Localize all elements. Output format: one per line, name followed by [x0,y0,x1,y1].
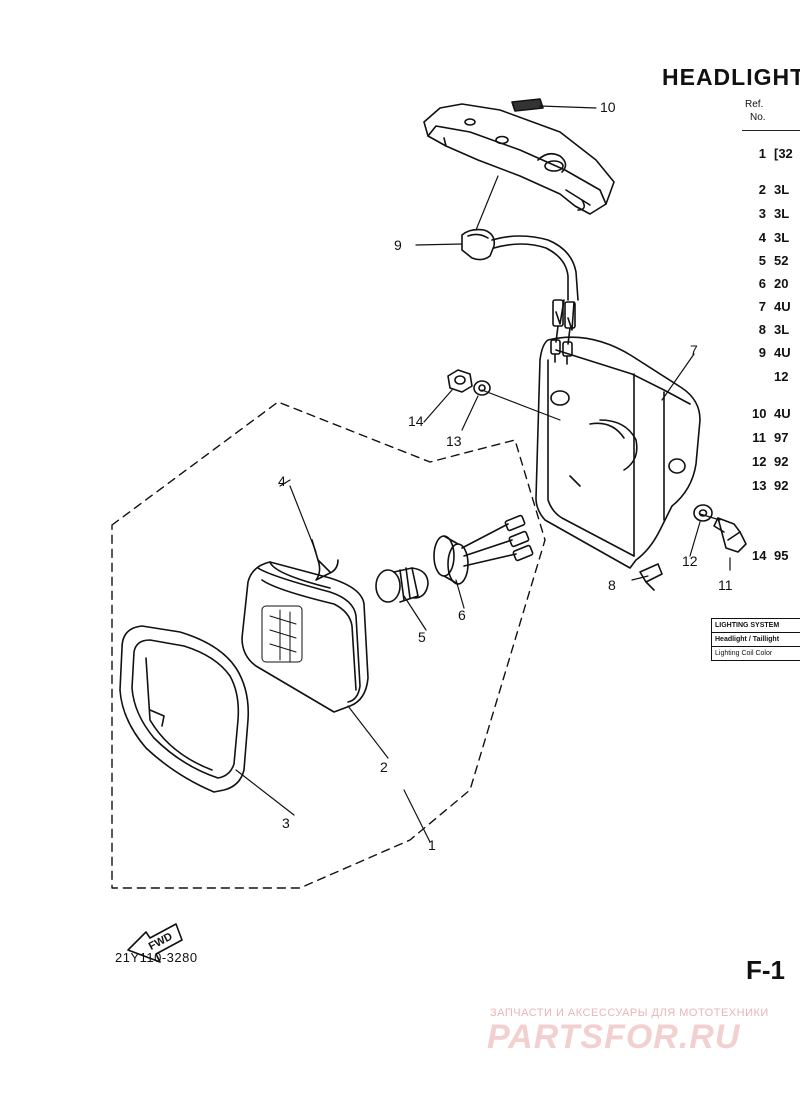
lighting-system-legend: LIGHTING SYSTEM Headlight / Taillight Li… [711,618,800,661]
legend-row-headlight: Headlight / Taillight [712,633,800,647]
part-3-rim [119,625,250,793]
callout-10: 10 [600,99,616,115]
callout-5: 5 [418,629,426,645]
callout-numbers: 10 9 7 14 13 4 12 8 11 5 6 2 3 1 FWD [147,99,733,953]
callout-2: 2 [380,759,388,775]
part-2-sealed-beam [241,561,369,713]
callout-4: 4 [278,473,286,489]
part-11-bolt [713,517,747,553]
part-12-washer [693,504,713,522]
watermark-logo: PARTSFOR.RU [487,1018,741,1056]
page-number: F-1 [746,955,785,985]
part-6-socket [433,514,534,585]
parts-row: 12 [774,369,789,384]
part-10-plate [511,98,544,112]
ref-column-header: Ref. No. [745,98,766,124]
assembly-boundary [111,401,546,889]
callout-1: 1 [428,837,436,853]
parts-row: 1[32 [758,146,793,161]
callout-6: 6 [458,607,466,623]
page-title: HEADLIGHT [662,64,800,90]
callout-3: 3 [282,815,290,831]
top-bracket [423,103,615,215]
watermark-tagline: ЗАПЧАСТИ И АКСЕССУАРЫ ДЛЯ МОТОТЕХНИКИ [490,1007,769,1019]
legend-header: LIGHTING SYSTEM [712,619,800,633]
callout-12: 12 [682,553,698,569]
diagram-code: 21Y110-3280 [115,950,198,965]
part-14-nut [447,369,473,393]
callout-11: 11 [718,577,733,593]
part-4-clip [311,539,339,581]
callout-9: 9 [394,237,402,253]
no-label: No. [750,112,766,123]
callout-8: 8 [608,577,616,593]
ref-label: Ref. [745,99,764,110]
part-9-socket [461,228,579,365]
callout-13: 13 [446,433,462,449]
callout-14: 14 [408,413,424,429]
header-divider [742,130,800,131]
part-13-washer [473,380,491,396]
part-5-bulb [375,567,429,603]
fwd-arrow-icon [127,923,183,963]
part-7-case [535,336,701,569]
part-8-screw [639,563,663,591]
callout-7: 7 [690,342,698,358]
leader-lines [235,105,731,843]
legend-row-coil-color: Lighting Coil Color [715,650,773,657]
